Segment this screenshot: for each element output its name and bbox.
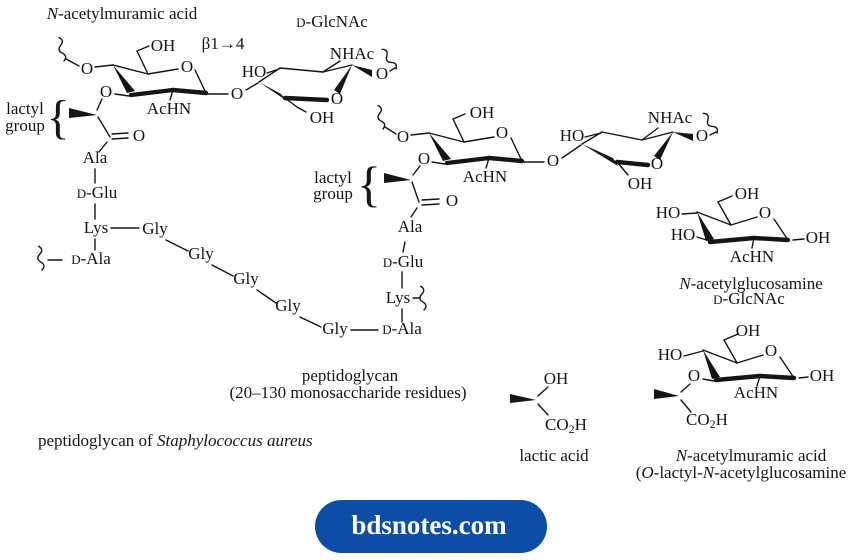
atom-label-oh: OH (628, 174, 653, 193)
atom-label-ho: HO (658, 345, 683, 364)
disaccharide-2-labels: OH O O O AcHN O HO NHAc O OH O O (397, 103, 708, 210)
peptide-residue-labels: Ala D-Glu Lys D-Ala Gly Gly Gly Gly Gly … (71, 148, 424, 338)
atom-label-achn: AcHN (147, 99, 191, 118)
atom-label-nhac: NHAc (330, 44, 375, 63)
lactic-acid-caption: lactic acid (519, 446, 589, 465)
disaccharide-2-bonds (374, 104, 720, 206)
peptide-chain-1-bonds (35, 168, 140, 272)
murnac-standalone-bonds (654, 333, 809, 413)
atom-label-o: O (696, 126, 708, 145)
badge-label[interactable]: bdsnotes.com (351, 510, 507, 540)
atom-label-o-lactyl: O (100, 82, 112, 101)
ring-oxygen-label: O (759, 203, 771, 222)
lactyl-label-line2: group (313, 184, 353, 203)
ring-oxygen-label: O (765, 341, 777, 360)
atom-label-ho: HO (656, 203, 681, 222)
glcnac-standalone-bonds (681, 195, 805, 249)
atom-label-o: O (81, 59, 93, 78)
atom-label-oh: OH (151, 36, 176, 55)
atom-label-ho: HO (242, 62, 267, 81)
polymer-squiggle-icon (35, 245, 46, 272)
atom-label-oh: OH (310, 108, 335, 127)
formula-co2h: CO2H (686, 410, 728, 431)
residue-gly: Gly (275, 296, 301, 315)
murnac-title: N-acetylmuramic acid (46, 4, 198, 23)
disaccharide-1-bonds (55, 36, 399, 153)
atom-label-oh: OH (470, 103, 495, 122)
ring-oxygen-label: O (651, 154, 663, 173)
residue-gly: Gly (188, 244, 214, 263)
glcnac-caption-line1: N-acetylglucosamine (678, 274, 823, 293)
pentaglycine-bridge-bonds (165, 239, 379, 331)
residue-gly: Gly (142, 219, 168, 238)
residue-gly: Gly (233, 269, 259, 288)
carbonyl-oxygen-label: O (133, 126, 145, 145)
lactyl-label-line1: lactyl (6, 99, 44, 118)
residue-d-glu: D-Glu (77, 183, 118, 202)
atom-label-oh: OH (736, 321, 761, 340)
residue-gly: Gly (322, 319, 348, 338)
bdsnotes-badge[interactable]: bdsnotes.com (315, 500, 547, 553)
formula-co2h: CO2H (545, 415, 587, 436)
polymer-squiggle-icon (417, 285, 428, 312)
lactyl-label-line1: lactyl (314, 168, 352, 187)
glcnac-standalone-labels: OH HO O HO OH AcHN N-acetylglucosamine D… (656, 184, 831, 308)
polymer-squiggle-icon (374, 104, 387, 131)
ring-oxygen-label: O (331, 89, 343, 108)
carbonyl-oxygen-label: O (446, 191, 458, 210)
atom-label-o: O (376, 64, 388, 83)
brace-icon: { (46, 91, 69, 144)
beta-1-4-linkage-label: β1→4 (202, 34, 245, 53)
residue-d-ala: D-Ala (382, 319, 422, 338)
atom-label-achn: AcHN (730, 247, 774, 266)
peptidoglycan-caption-line2: (20–130 monosaccharide residues) (230, 383, 467, 402)
residue-d-ala: D-Ala (71, 249, 111, 268)
atom-label-achn: AcHN (463, 167, 507, 186)
glcnac-caption-line2: D-GlcNAc (713, 289, 785, 308)
glcnac-title: D-GlcNAc (296, 12, 368, 31)
bottom-captions: peptidoglycan (20–130 monosaccharide res… (38, 366, 466, 450)
brace-icon: { (357, 156, 381, 212)
atom-label-achn: AcHN (734, 383, 778, 402)
atom-label-oh: OH (735, 184, 760, 203)
badge-pill[interactable] (315, 500, 547, 553)
peptidoglycan-of-staph-caption: peptidoglycan of Staphylococcus aureus (38, 431, 313, 450)
peptidoglycan-caption-line1: peptidoglycan (302, 366, 399, 385)
ring-oxygen-label: O (181, 57, 193, 76)
atom-label-o: O (397, 127, 409, 146)
residue-lys: Lys (84, 218, 109, 237)
glycosidic-oxygen-label: O (547, 151, 559, 170)
residue-ala: Ala (398, 217, 423, 236)
residue-lys: Lys (386, 288, 411, 307)
disaccharide-1-labels: N-acetylmuramic acid D-GlcNAc β1→4 OH O … (46, 4, 388, 145)
atom-label-ho: HO (671, 225, 696, 244)
atom-label-oh: OH (806, 228, 831, 247)
atom-label-ho: HO (560, 126, 585, 145)
peptide-chain-2-bonds (401, 207, 428, 323)
polymer-squiggle-icon (55, 36, 68, 63)
residue-ala: Ala (83, 148, 108, 167)
atom-label-o-lactyl: O (688, 366, 700, 385)
lactyl-label-line2: group (5, 116, 45, 135)
atom-label-o-lactyl: O (418, 149, 430, 168)
atom-label-nhac: NHAc (648, 108, 693, 127)
atom-label-oh: OH (544, 369, 569, 388)
lactyl-group-callout-2: lactyl group { (313, 156, 381, 212)
murnac-caption-line2: (O-lactyl-N-acetylglucosamine (636, 463, 847, 482)
murnac-caption-line1: N-acetylmuramic acid (675, 446, 827, 465)
ring-oxygen-label: O (496, 123, 508, 142)
lactic-acid-labels: OH CO2H lactic acid (519, 369, 589, 465)
murnac-standalone-labels: OH HO O O OH AcHN CO2H N-acetylmuramic a… (636, 321, 847, 482)
atom-label-oh: OH (810, 366, 835, 385)
residue-d-glu: D-Glu (383, 252, 424, 271)
lactyl-group-callout-1: lactyl group { (5, 91, 69, 144)
glycosidic-oxygen-label: O (231, 84, 243, 103)
lactic-acid-bonds (510, 386, 549, 416)
